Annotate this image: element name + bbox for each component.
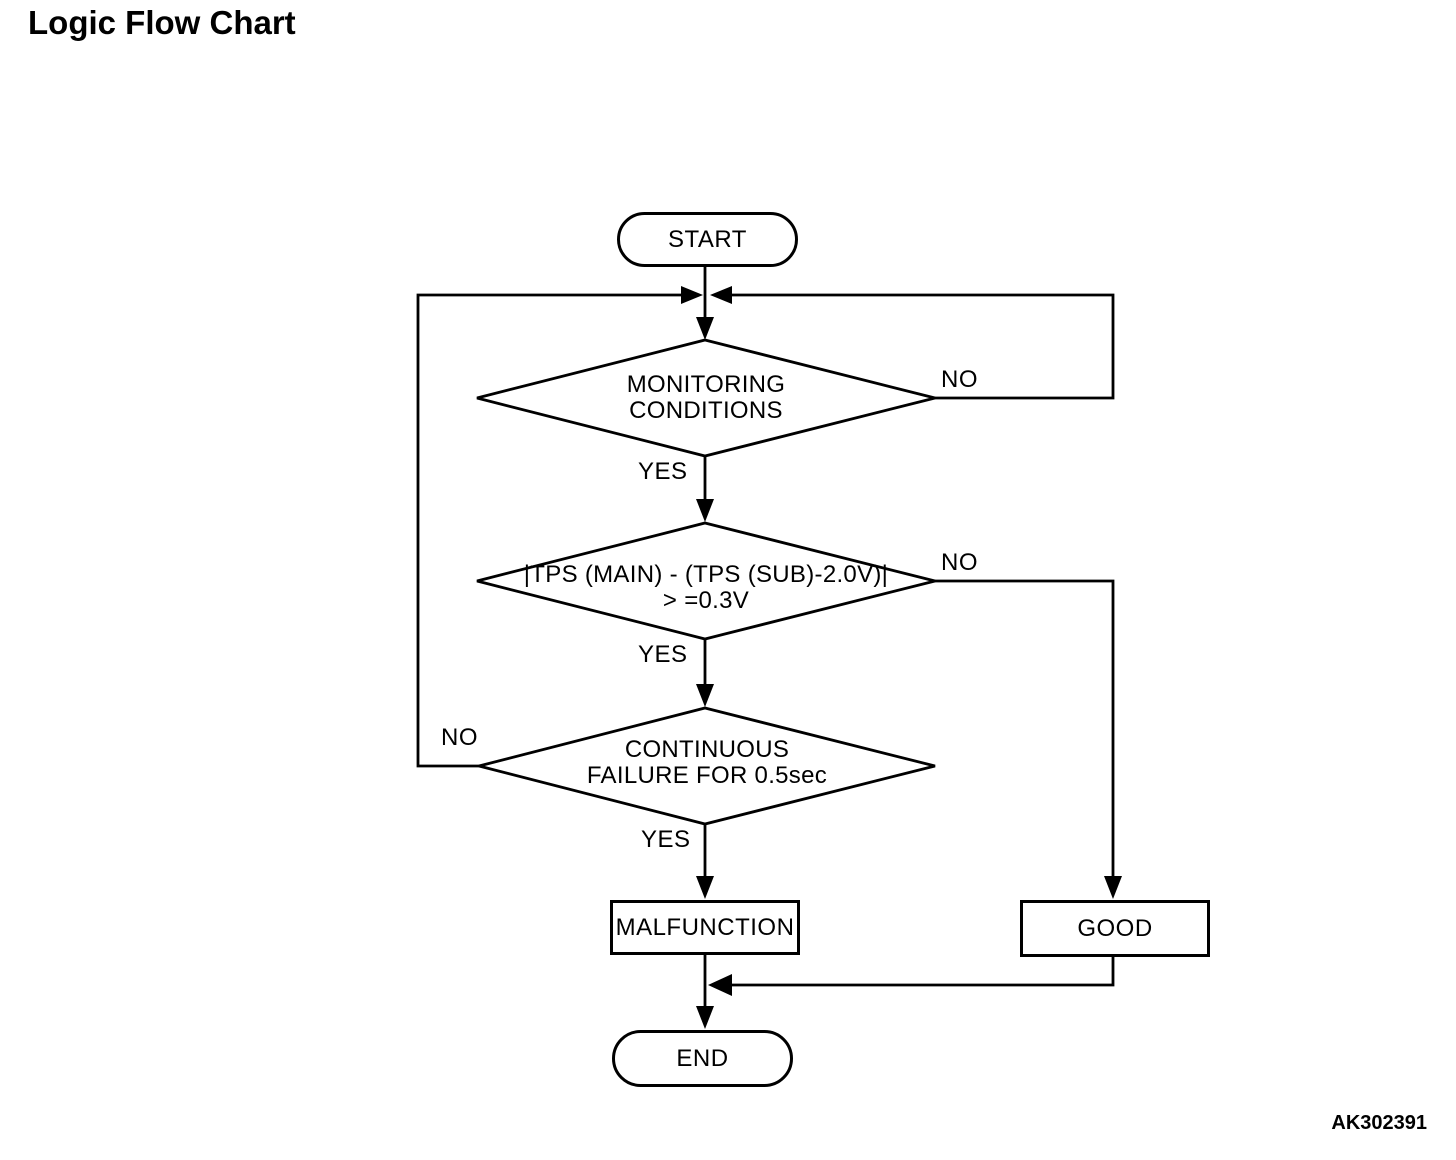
end-terminal: END xyxy=(612,1030,793,1087)
arrowhead-into-good xyxy=(1104,876,1122,899)
connector-tps-no-to-good xyxy=(935,579,1115,877)
tps-threshold-text: |TPS (MAIN) - (TPS (SUB)-2.0V)| > =0.3V xyxy=(477,562,935,614)
start-label: START xyxy=(668,225,747,253)
monitoring-no-label: NO xyxy=(941,366,978,393)
continuous-failure-line2: FAILURE FOR 0.5sec xyxy=(586,762,828,789)
arrowhead-junction-right xyxy=(681,286,703,304)
monitoring-conditions-line1: MONITORING xyxy=(626,371,786,398)
continuous-failure-line1: CONTINUOUS xyxy=(624,736,790,763)
tps-yes-label: YES xyxy=(638,641,688,668)
continuous-yes-label: YES xyxy=(641,826,691,853)
good-box: GOOD xyxy=(1020,900,1210,957)
malfunction-box: MALFUNCTION xyxy=(610,900,800,955)
arrowhead-into-monitoring xyxy=(696,317,714,340)
monitoring-conditions-line2: CONDITIONS xyxy=(629,397,783,424)
connector-good-to-end xyxy=(732,957,1115,987)
diamond-monitoring-conditions xyxy=(476,338,936,458)
malfunction-label: MALFUNCTION xyxy=(615,913,795,941)
end-label: END xyxy=(676,1044,729,1072)
tps-threshold-line2: > =0.3V xyxy=(662,587,750,614)
arrowhead-into-malfunction xyxy=(696,876,714,899)
diamond-continuous-failure xyxy=(478,706,936,826)
continuous-failure-text: CONTINUOUS FAILURE FOR 0.5sec xyxy=(479,737,935,789)
connector-monitoring-no-loop xyxy=(732,293,1115,400)
monitoring-conditions-text: MONITORING CONDITIONS xyxy=(477,372,935,424)
continuous-no-label: NO xyxy=(441,724,478,751)
connector-continuous-no-loop xyxy=(416,293,681,768)
arrowhead-into-end xyxy=(696,1006,714,1029)
start-terminal: START xyxy=(617,212,798,267)
arrowhead-into-continuous xyxy=(696,684,714,707)
arrowhead-good-into-end-line xyxy=(708,974,732,996)
monitoring-yes-label: YES xyxy=(638,458,688,485)
diamond-tps-threshold xyxy=(476,521,936,641)
page-title: Logic Flow Chart xyxy=(28,4,296,41)
figure-code: AK302391 xyxy=(1331,1112,1427,1134)
good-label: GOOD xyxy=(1077,914,1153,942)
arrowhead-into-tps xyxy=(696,499,714,522)
arrowhead-junction-left xyxy=(710,286,732,304)
tps-threshold-line1: |TPS (MAIN) - (TPS (SUB)-2.0V)| xyxy=(523,561,889,588)
tps-no-label: NO xyxy=(941,549,978,576)
